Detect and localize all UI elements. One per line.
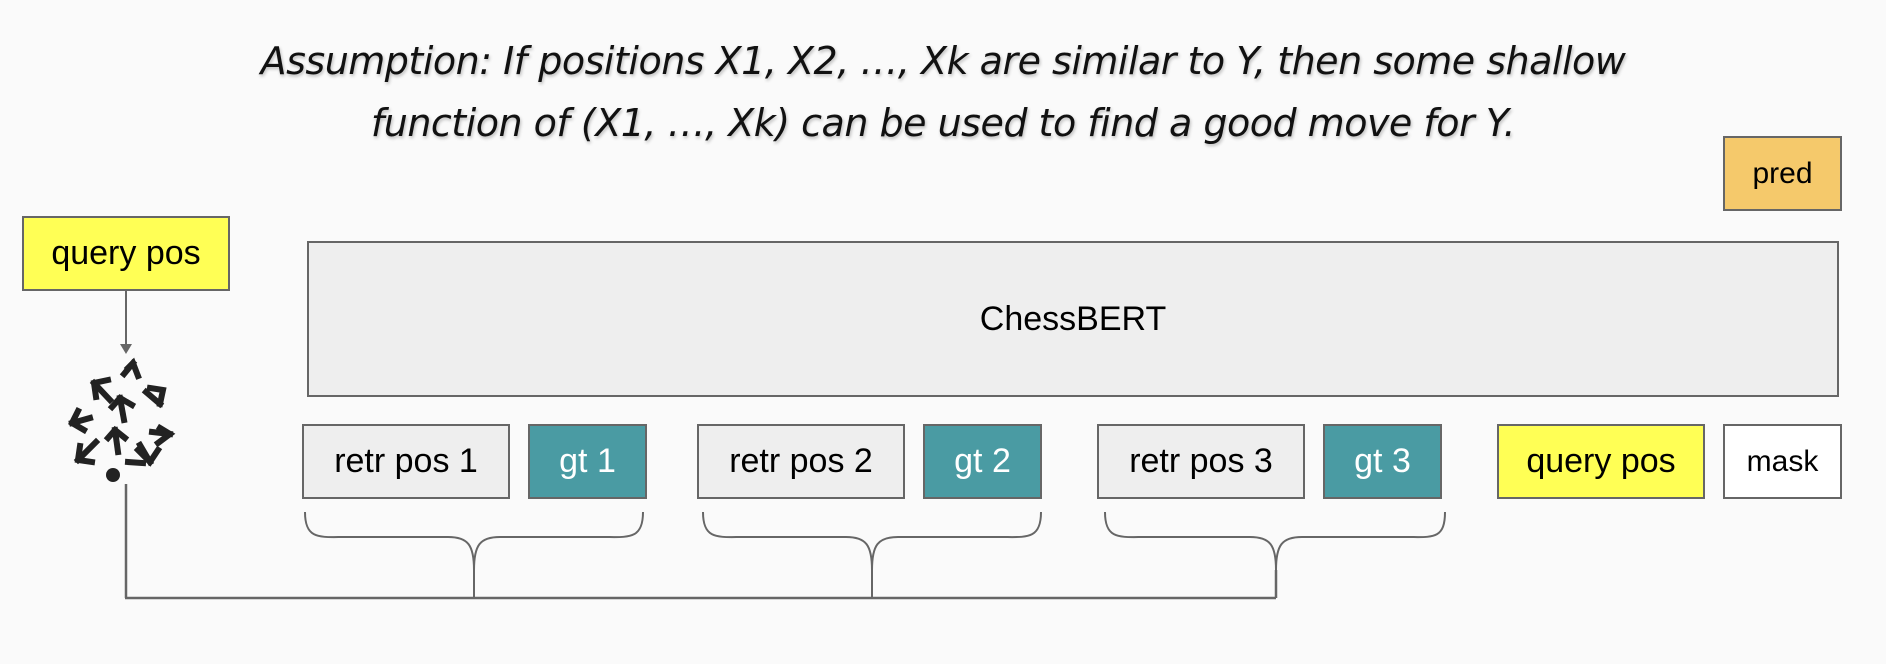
token-retr-pos-2: retr pos 2 bbox=[697, 424, 905, 499]
chessbert-label: ChessBERT bbox=[979, 299, 1167, 338]
query-pos-label: query pos bbox=[51, 234, 201, 272]
query-pos-input-box: query pos bbox=[22, 216, 230, 291]
token-gt-3: gt 3 bbox=[1323, 424, 1442, 499]
assumption-caption: Assumption: If positions X1, X2, …, Xk a… bbox=[0, 30, 1886, 154]
token-label: retr pos 3 bbox=[1129, 442, 1273, 480]
token-mask: mask bbox=[1723, 424, 1842, 499]
token-label: retr pos 2 bbox=[729, 442, 873, 480]
token-gt-2: gt 2 bbox=[923, 424, 1042, 499]
token-query-pos: query pos bbox=[1497, 424, 1705, 499]
pred-label: pred bbox=[1752, 156, 1813, 190]
chessbert-model-box: ChessBERT bbox=[307, 241, 1839, 397]
caption-line-2: function of (X1, …, Xk) can be used to f… bbox=[370, 101, 1516, 145]
token-label: mask bbox=[1746, 444, 1819, 478]
caption-line-1: Assumption: If positions X1, X2, …, Xk a… bbox=[260, 39, 1626, 83]
token-label: query pos bbox=[1526, 442, 1676, 480]
token-retr-pos-3: retr pos 3 bbox=[1097, 424, 1305, 499]
token-label: gt 2 bbox=[954, 442, 1011, 480]
pred-output-box: pred bbox=[1723, 136, 1842, 211]
token-label: retr pos 1 bbox=[334, 442, 478, 480]
token-gt-1: gt 1 bbox=[528, 424, 647, 499]
retrieval-scatter-arrows-icon bbox=[68, 357, 176, 467]
token-label: gt 1 bbox=[559, 442, 616, 480]
token-retr-pos-1: retr pos 1 bbox=[302, 424, 510, 499]
token-label: gt 3 bbox=[1354, 442, 1411, 480]
